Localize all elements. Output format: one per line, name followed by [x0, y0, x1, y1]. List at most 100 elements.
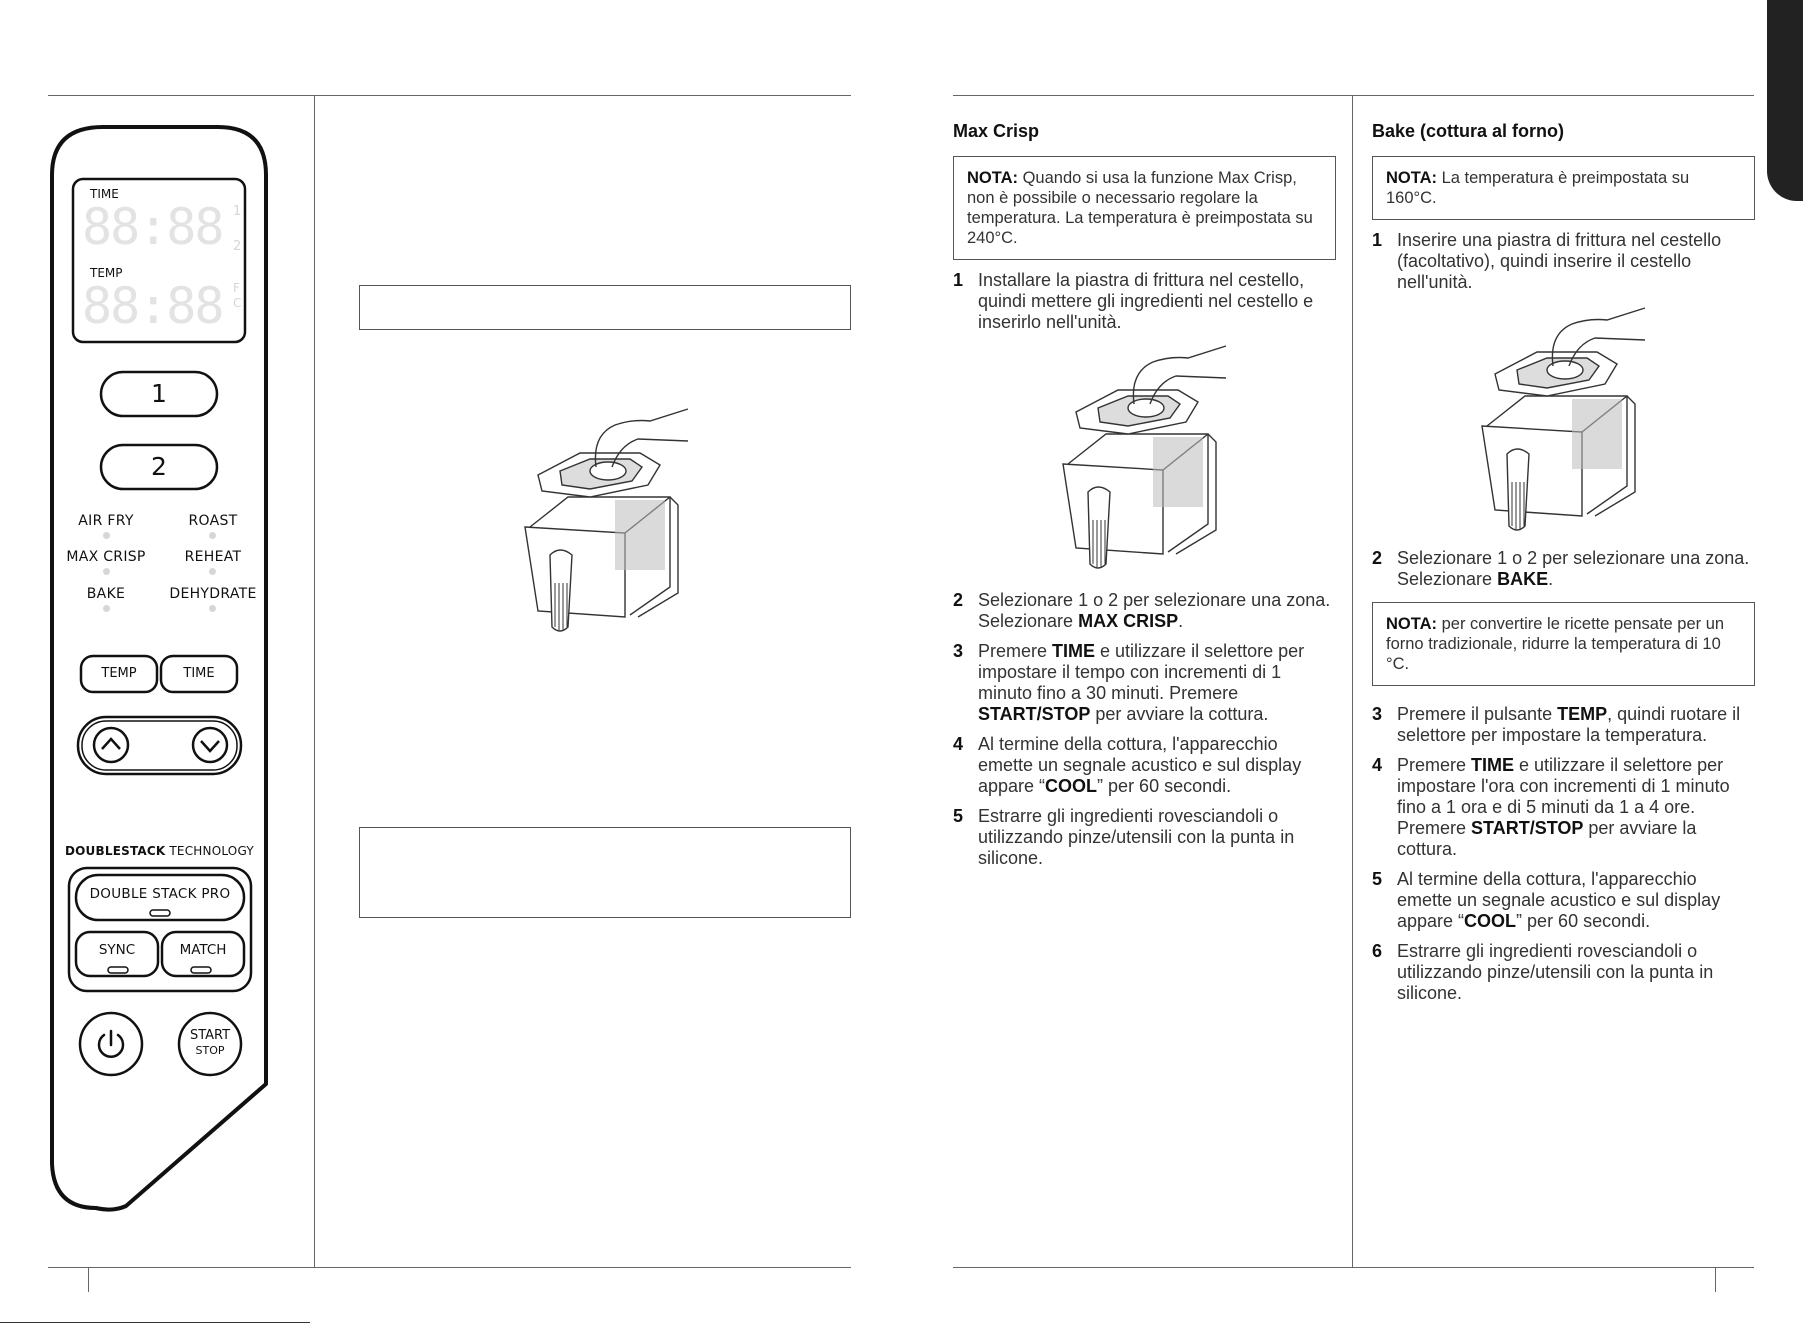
step-number: 3: [953, 641, 964, 661]
temp-button[interactable]: TEMP: [101, 666, 137, 681]
step-number: 3: [1372, 704, 1383, 724]
step-text: Estrarre gli ingredienti rovesciandoli o…: [1397, 941, 1755, 1004]
step-text: Estrarre gli ingredienti rovesciandoli o…: [978, 806, 1336, 869]
step-text-part: per avviare la cottura.: [1090, 704, 1269, 724]
step-text-part: Premere: [978, 641, 1053, 661]
step-number: 1: [953, 270, 964, 290]
function-reheat[interactable]: REHEAT: [184, 549, 242, 565]
chevron-down-icon[interactable]: [190, 725, 230, 765]
step-text-part: Estrarre gli ingredienti rovesciandoli o…: [978, 806, 1295, 868]
step-item: 5 Estrarre gli ingredienti rovesciandoli …: [953, 806, 1336, 869]
step-keyword: START/STOP: [978, 704, 1091, 724]
display-temp-label: TEMP: [90, 266, 123, 280]
display-unit-c: C: [233, 296, 242, 310]
step-text-part: Inserire una piastra di frittura nel ces…: [1397, 230, 1722, 292]
zone-2-button[interactable]: 2: [151, 452, 167, 481]
max-crisp-column: Max Crisp NOTA: Quando si usa la funzion…: [953, 121, 1336, 878]
bake-column: Bake (cottura al forno) NOTA: La tempera…: [1372, 121, 1755, 1013]
display-digits-top: 88:88: [82, 198, 225, 256]
max-crisp-step-1: 1 Installare la piastra di frittura nel c…: [953, 270, 1336, 333]
function-air-fry[interactable]: AIR FRY: [78, 513, 134, 529]
top-rule-right: [953, 95, 1754, 96]
empty-note-box-top: [359, 285, 851, 330]
step-text-part: Al termine della cottura, l'apparecchio …: [1397, 869, 1721, 931]
basket-illustration-bake: [1481, 307, 1646, 531]
function-bake[interactable]: BAKE: [86, 586, 126, 602]
reheat-indicator: [209, 568, 216, 575]
step-number: 5: [1372, 869, 1383, 889]
step-text-part: ” per 60 secondi.: [1097, 776, 1232, 796]
step-keyword: MAX CRISP: [1078, 611, 1179, 631]
bake-note1-label: NOTA:: [1386, 169, 1438, 187]
step-text: Premere TIME e utilizzare il selettore p…: [1397, 755, 1755, 860]
step-text: Al termine della cottura, l'apparecchio …: [978, 734, 1336, 797]
section-tab: [1767, 0, 1803, 201]
display-digits-bottom: 88:88: [82, 277, 225, 335]
step-text: Installare la piastra di frittura nel ce…: [978, 270, 1336, 333]
step-text: Al termine della cottura, l'apparecchio …: [1397, 869, 1755, 932]
roast-indicator: [209, 532, 216, 539]
technology-brand: DOUBLESTACK: [65, 844, 166, 858]
step-number: 2: [953, 590, 964, 610]
max-crisp-note-text: Quando si usa la funzione Max Crisp, non…: [967, 169, 1313, 247]
bake-indicator: [103, 605, 110, 612]
max-crisp-heading: Max Crisp: [953, 121, 1040, 141]
step-text: Inserire una piastra di frittura nel ces…: [1397, 230, 1755, 293]
step-text: Selezionare 1 o 2 per selezionare una zo…: [978, 590, 1336, 632]
function-max-crisp[interactable]: MAX CRISP: [66, 549, 146, 565]
step-keyword: COOL: [1045, 776, 1098, 796]
step-number: 6: [1372, 941, 1383, 961]
max-crisp-note-label: NOTA:: [967, 169, 1019, 187]
zone-1-button[interactable]: 1: [151, 379, 167, 408]
basket-illustration-left: [524, 408, 689, 632]
step-text-part: e utilizzare il selettore per impostare …: [1397, 755, 1730, 838]
bottom-rule-right: [953, 1267, 1754, 1268]
step-keyword: BAKE: [1497, 569, 1549, 589]
step-number: 4: [1372, 755, 1383, 775]
bake-note2-label: NOTA:: [1386, 615, 1438, 633]
step-text-part: Estrarre gli ingredienti rovesciandoli o…: [1397, 941, 1714, 1003]
step-text-part: e utilizzare il selettore per impostare …: [978, 641, 1305, 703]
page-crop-line: [0, 1322, 310, 1323]
bake-steps: 3 Premere il pulsante TEMP, quindi ruotar…: [1372, 704, 1755, 1004]
step-text: Premere il pulsante TEMP, quindi ruotare…: [1397, 704, 1755, 746]
step-text-part: Premere il pulsante: [1397, 704, 1558, 724]
step-item: 6 Estrarre gli ingredienti rovesciandoli …: [1372, 941, 1755, 1004]
stop-label[interactable]: STOP: [195, 1044, 225, 1057]
step-item: 5 Al termine della cottura, l'apparecchio…: [1372, 869, 1755, 932]
start-label[interactable]: START: [189, 1028, 231, 1043]
basket-illustration-max-crisp: [1062, 345, 1227, 569]
step-keyword: COOL: [1464, 911, 1517, 931]
max-crisp-steps: 2 Selezionare 1 o 2 per selezionare una z…: [953, 590, 1336, 869]
double-stack-pro-button[interactable]: DOUBLE STACK PRO: [89, 886, 231, 902]
step-text-part: per avviare la cottura.: [1397, 818, 1697, 859]
technology-word: TECHNOLOGY: [165, 844, 254, 858]
chevron-up-icon[interactable]: [91, 725, 131, 765]
display-zone-two: 2: [233, 239, 242, 254]
step-number: 5: [953, 806, 964, 826]
power-icon[interactable]: [91, 1024, 131, 1064]
function-roast[interactable]: ROAST: [188, 513, 238, 529]
step-item: 4 Premere TIME e utilizzare il selettore …: [1372, 755, 1755, 860]
sync-button[interactable]: SYNC: [98, 942, 136, 958]
bake-note1-text: La temperatura è preimpostata su 160°C.: [1386, 169, 1690, 207]
bake-note2-text: per convertire le ricette pensate per un…: [1386, 615, 1725, 673]
match-button[interactable]: MATCH: [179, 942, 227, 958]
air-fry-indicator: [103, 532, 110, 539]
display-unit-f: F: [233, 281, 240, 295]
max-crisp-indicator: [103, 568, 110, 575]
step-text-part: Installare la piastra di frittura nel ce…: [978, 270, 1314, 332]
step-number: 2: [1372, 548, 1383, 568]
time-button[interactable]: TIME: [183, 666, 215, 681]
step-keyword: TEMP: [1557, 704, 1608, 724]
display-time-label: TIME: [90, 187, 119, 201]
display-zone-one: 1: [233, 204, 242, 219]
dehydrate-indicator: [209, 605, 216, 612]
step-text-part: Selezionare 1 o 2 per selezionare una zo…: [978, 590, 1331, 631]
step-keyword: TIME: [1471, 755, 1515, 775]
function-dehydrate[interactable]: DEHYDRATE: [169, 586, 257, 602]
